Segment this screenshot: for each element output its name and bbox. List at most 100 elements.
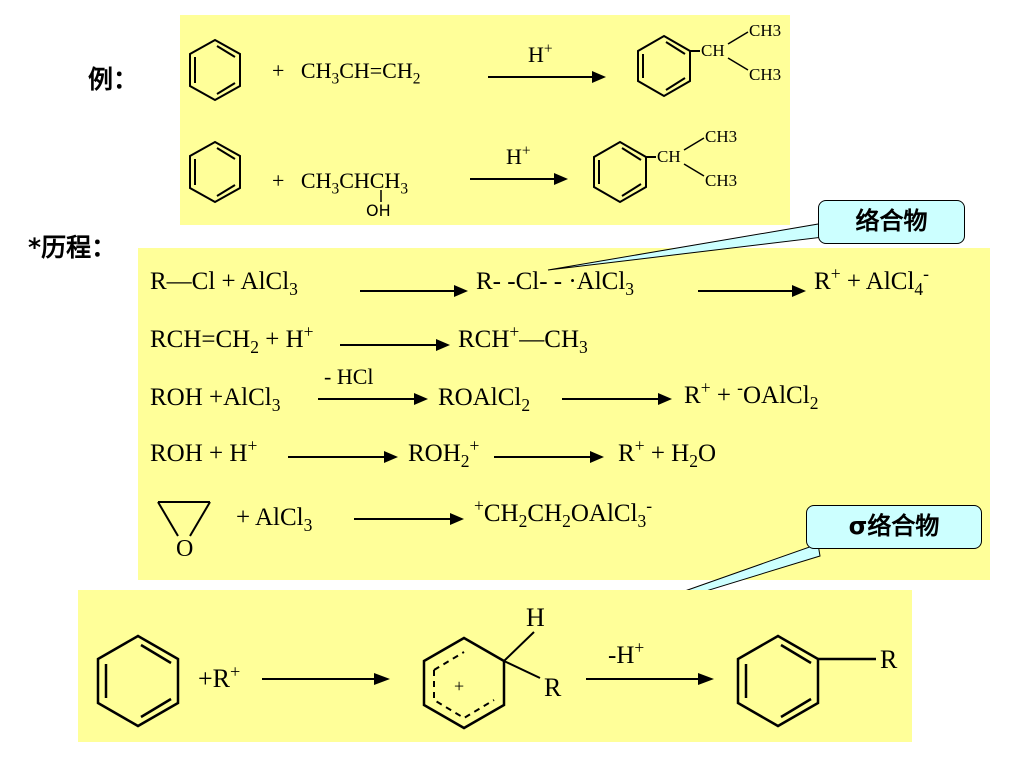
superscript: - <box>737 377 743 398</box>
subscript: 4 <box>914 279 924 299</box>
superscript: + <box>230 661 241 682</box>
product: + AlCl <box>846 268 915 295</box>
deprotonation-label: -H+ <box>608 639 644 670</box>
arrow <box>360 285 468 297</box>
complex-callout: 络合物 <box>818 200 965 244</box>
complex-intermediate: R- -Cl- - ·AlCl3 <box>476 268 635 299</box>
reactant: RCH=CH <box>150 326 251 353</box>
plus-sign: + <box>272 168 285 193</box>
subscript: 3 <box>331 180 340 198</box>
arrow <box>562 393 672 405</box>
benzene-ring-2 <box>189 140 241 204</box>
subscript: 2 <box>250 337 259 357</box>
arrow <box>262 673 390 685</box>
mechanism-line-5: + AlCl3 <box>236 504 313 535</box>
plus-sign: + <box>716 382 738 409</box>
product: RCH <box>458 326 510 353</box>
arrow-label-2: H+ <box>506 142 531 170</box>
superscript: + <box>634 637 645 658</box>
superscript: - <box>646 495 653 516</box>
product: OAlCl <box>743 382 810 409</box>
ch-label: CH <box>701 41 725 60</box>
hydroxyl-label: OH <box>366 201 391 220</box>
mechanism-label: *历程： <box>28 233 117 262</box>
product: CH <box>483 500 519 527</box>
product: OAlCl <box>570 500 638 527</box>
reactant: + H <box>265 326 304 353</box>
reagent: +R <box>198 664 231 693</box>
example-label: 例： <box>88 65 139 94</box>
intermediate: R- -Cl- - ·AlCl <box>476 268 626 295</box>
subscript: 3 <box>271 395 281 415</box>
catalyst: H <box>506 144 522 169</box>
methyl-label: CH3 <box>705 171 737 190</box>
product: CH <box>527 500 563 527</box>
arrow <box>494 451 604 463</box>
mechanism-line-2: RCH=CH2 + H+ <box>150 323 314 357</box>
r-label: R <box>544 673 562 702</box>
subscript: 3 <box>625 279 635 299</box>
arrow <box>586 673 714 685</box>
formula-part: CH=CH <box>339 58 413 83</box>
subscript: 3 <box>289 279 298 299</box>
hydrogen-label: H <box>526 603 545 632</box>
alkoxide-intermediate: ROAlCl2 <box>438 384 531 415</box>
alkylbenzene-product: R <box>736 634 898 728</box>
product: + H <box>650 440 690 467</box>
superscript: + <box>543 40 553 58</box>
epoxide-oxygen: O <box>176 536 194 562</box>
sigma-complex-callout: σ络合物 <box>806 505 982 549</box>
mechanism-line-4: ROH + H+ <box>150 437 257 468</box>
carbocation-product: RCH+—CH3 <box>458 323 588 357</box>
reactant: R—Cl + AlCl <box>150 268 290 295</box>
intermediate: ROAlCl <box>438 384 522 411</box>
product: R <box>684 382 701 409</box>
superscript: + <box>521 142 531 160</box>
carbocation-product: R+ + -OAlCl2 <box>684 379 818 412</box>
subscript: 2 <box>521 395 531 415</box>
carbocation-product: R+ + AlCl4- <box>814 265 929 299</box>
subscript: 2 <box>518 511 528 531</box>
subscript: 3 <box>637 511 647 531</box>
subscript: 3 <box>303 515 313 535</box>
product: O <box>697 440 717 467</box>
formula-part: CHCH <box>339 168 401 193</box>
cumene-product-2: CH CH3 CH3 <box>593 127 737 204</box>
subscript: 2 <box>689 451 698 471</box>
superscript: + <box>303 321 314 342</box>
arrow <box>288 451 398 463</box>
sigma-complex-box <box>78 590 912 742</box>
arrow-label-1: H+ <box>528 40 553 68</box>
product: R <box>618 440 635 467</box>
ring-charge: + <box>454 676 464 696</box>
example1-reagent: + CH3CH=CH2 <box>272 58 421 88</box>
mechanism-line-1: R—Cl + AlCl3 <box>150 268 298 299</box>
ch-label: CH <box>657 147 681 166</box>
superscript: + <box>830 263 841 284</box>
superscript: + <box>700 377 711 398</box>
product: —CH <box>519 326 580 353</box>
epoxide-ring <box>157 501 211 537</box>
intermediate: ROH <box>408 440 461 467</box>
benzene-ring-1 <box>189 38 241 102</box>
subscript: 2 <box>412 70 421 88</box>
subscript: 3 <box>331 70 340 88</box>
methyl-label: CH3 <box>749 65 781 84</box>
elimination-label: - HCl <box>324 364 374 389</box>
methyl-label: CH3 <box>705 127 737 146</box>
oxonium-intermediate: ROH2+ <box>408 437 479 470</box>
superscript: - <box>923 263 929 284</box>
electrophile: +R+ <box>198 661 241 694</box>
formula-part: CH <box>300 58 332 83</box>
example2-reagent: + CH3CHCH3 <box>272 168 408 198</box>
label: -H <box>608 642 635 669</box>
subscript: 3 <box>579 337 588 357</box>
arrow <box>340 339 450 351</box>
reactant: + AlCl <box>236 504 304 531</box>
plus-sign: + <box>272 58 285 83</box>
superscript: + <box>247 435 258 456</box>
arrow <box>698 285 806 297</box>
methyl-label: CH3 <box>749 21 781 40</box>
arenium-ion: H R + <box>422 603 562 730</box>
oh-bond <box>380 190 382 202</box>
